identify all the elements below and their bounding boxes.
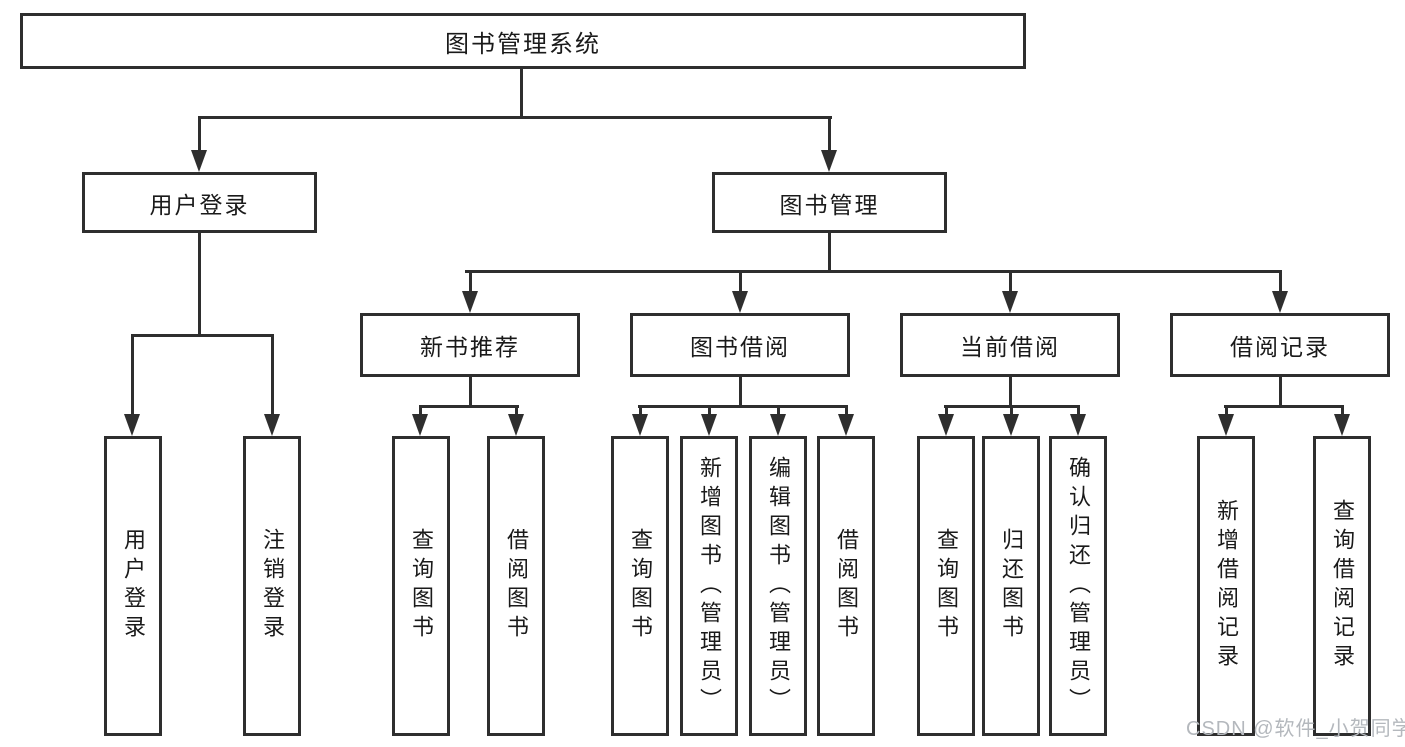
- connector-line: [198, 233, 201, 337]
- leaf-query-books-recommend-label: 查询图书: [409, 528, 434, 644]
- connector-line: [419, 406, 422, 416]
- connector-line: [945, 406, 948, 416]
- leaf-confirm-return-admin: 确认归还（管理员）: [1049, 436, 1107, 736]
- leaf-borrow-books-recommend: 借阅图书: [487, 436, 545, 736]
- connector-line: [271, 335, 274, 416]
- connector-line: [1009, 377, 1012, 408]
- node-book-management: 图书管理: [712, 172, 947, 233]
- arrow-down-icon: [770, 414, 786, 436]
- leaf-logout: 注销登录: [243, 436, 301, 736]
- arrow-down-icon: [508, 414, 524, 436]
- leaf-logout-label: 注销登录: [260, 528, 285, 644]
- node-root-label: 图书管理系统: [445, 30, 601, 58]
- node-borrowing-records-label: 借阅记录: [1230, 334, 1330, 360]
- arrow-down-icon: [838, 414, 854, 436]
- connector-line: [739, 377, 742, 408]
- connector-line: [198, 117, 201, 152]
- leaf-query-books-current: 查询图书: [917, 436, 975, 736]
- connector-line: [1224, 405, 1344, 408]
- leaf-user-login-label: 用户登录: [121, 528, 146, 644]
- leaf-add-borrow-record: 新增借阅记录: [1197, 436, 1255, 736]
- leaf-borrow-books-borrowing-label: 借阅图书: [834, 528, 859, 644]
- leaf-add-books-admin-label: 新增图书（管理员）: [697, 455, 722, 717]
- node-borrowing-records: 借阅记录: [1170, 313, 1390, 377]
- node-book-management-label: 图书管理: [779, 191, 880, 218]
- watermark: CSDN @软件_小贺同学: [1186, 718, 1405, 740]
- arrow-down-icon: [1218, 414, 1234, 436]
- connector-line: [1077, 406, 1080, 416]
- connector-line: [1225, 406, 1228, 416]
- connector-line: [198, 116, 832, 119]
- connector-line: [131, 334, 274, 337]
- arrow-down-icon: [412, 414, 428, 436]
- connector-line: [465, 270, 1282, 273]
- arrow-down-icon: [1070, 414, 1086, 436]
- connector-line: [828, 233, 831, 273]
- connector-line: [1341, 406, 1344, 416]
- leaf-return-books-label: 归还图书: [999, 528, 1024, 644]
- arrow-down-icon: [1272, 291, 1288, 313]
- node-root: 图书管理系统: [20, 13, 1026, 69]
- leaf-query-books-recommend: 查询图书: [392, 436, 450, 736]
- connector-line: [708, 406, 711, 416]
- node-user-login: 用户登录: [82, 172, 317, 233]
- connector-line: [1009, 271, 1012, 293]
- arrow-down-icon: [1334, 414, 1350, 436]
- connector-line: [469, 271, 472, 293]
- leaf-query-borrow-record-label: 查询借阅记录: [1330, 499, 1355, 673]
- connector-line: [131, 335, 134, 416]
- connector-line: [1279, 271, 1282, 293]
- arrow-down-icon: [1003, 414, 1019, 436]
- node-current-borrowing-label: 当前借阅: [960, 334, 1060, 360]
- arrow-down-icon: [264, 414, 280, 436]
- connector-line: [515, 406, 518, 416]
- connector-line: [777, 406, 780, 416]
- node-new-book-recommend: 新书推荐: [360, 313, 580, 377]
- leaf-user-login: 用户登录: [104, 436, 162, 736]
- arrow-down-icon: [701, 414, 717, 436]
- arrow-down-icon: [632, 414, 648, 436]
- leaf-query-borrow-record: 查询借阅记录: [1313, 436, 1371, 736]
- arrow-down-icon: [1002, 291, 1018, 313]
- leaf-query-books-borrowing: 查询图书: [611, 436, 669, 736]
- arrow-down-icon: [124, 414, 140, 436]
- connector-line: [828, 117, 831, 152]
- leaf-edit-books-admin: 编辑图书（管理员）: [749, 436, 807, 736]
- arrow-down-icon: [732, 291, 748, 313]
- arrow-down-icon: [191, 150, 207, 172]
- arrow-down-icon: [462, 291, 478, 313]
- node-new-book-recommend-label: 新书推荐: [420, 334, 520, 360]
- leaf-add-books-admin: 新增图书（管理员）: [680, 436, 738, 736]
- connector-line: [469, 377, 472, 408]
- leaf-edit-books-admin-label: 编辑图书（管理员）: [766, 455, 791, 717]
- arrow-down-icon: [938, 414, 954, 436]
- connector-line: [1010, 406, 1013, 416]
- connector-line: [845, 406, 848, 416]
- node-current-borrowing: 当前借阅: [900, 313, 1120, 377]
- connector-line: [520, 69, 523, 117]
- leaf-borrow-books-borrowing: 借阅图书: [817, 436, 875, 736]
- connector-line: [639, 406, 642, 416]
- connector-line: [419, 405, 519, 408]
- leaf-query-books-current-label: 查询图书: [934, 528, 959, 644]
- leaf-return-books: 归还图书: [982, 436, 1040, 736]
- node-book-borrowing-label: 图书借阅: [690, 334, 790, 360]
- connector-line: [1279, 377, 1282, 408]
- leaf-query-books-borrowing-label: 查询图书: [628, 528, 653, 644]
- leaf-confirm-return-admin-label: 确认归还（管理员）: [1066, 455, 1091, 717]
- arrow-down-icon: [821, 150, 837, 172]
- leaf-borrow-books-recommend-label: 借阅图书: [504, 528, 529, 644]
- node-user-login-label: 用户登录: [149, 191, 250, 218]
- leaf-add-borrow-record-label: 新增借阅记录: [1214, 499, 1239, 673]
- node-book-borrowing: 图书借阅: [630, 313, 850, 377]
- connector-line: [739, 271, 742, 293]
- connector-line: [638, 405, 848, 408]
